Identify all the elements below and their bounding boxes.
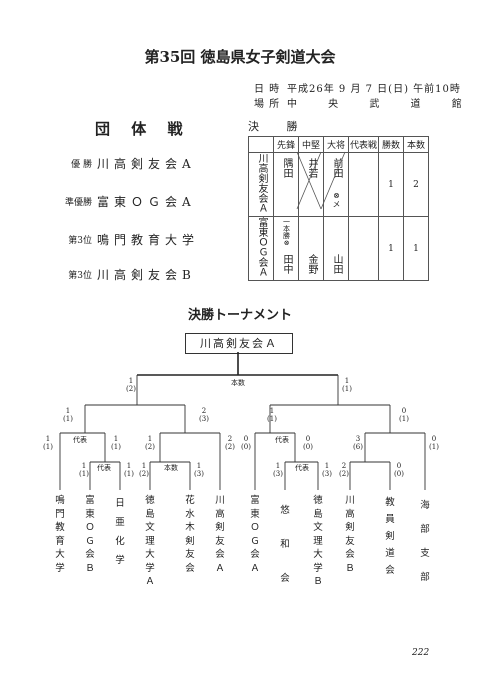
bracket-line [89,462,391,490]
score-label: 1 (1) [111,435,121,451]
final-heading: 決 勝 [248,120,310,133]
score-label: 2 (3) [199,407,209,423]
bracket-line [59,433,426,490]
score-label: 1 (3) [273,462,283,478]
team-event-heading: 団 体 戦 [95,120,191,138]
score-label: 1 (1) [63,407,73,423]
bracket-team: 富東ＯＧ会Ｂ [85,495,95,574]
page-number: 222 [412,648,430,658]
result-team: 富東ＯＧ会A [97,195,196,209]
daihyo-cell [348,216,379,281]
document-title: 第35回 徳島県女子剣道大会 [144,48,336,66]
result-rank: 第3位 [68,271,92,281]
score-label: 2 (2) [339,462,349,478]
tournament-heading: 決勝トーナメント [187,308,292,323]
score-label: 0 (0) [303,435,313,451]
result-team: 鳴門教育大学 [97,233,200,247]
final-team-name: 川高剣友会Ａ [256,153,267,213]
score-label: 0 (1) [429,435,439,451]
final-center-label: 本数 [231,379,245,387]
result-team: 川高剣友会A [97,157,196,171]
mark-cell [323,215,349,252]
daihyo-label: 代表 [97,464,111,472]
bracket-line [84,405,391,433]
daihyo-label: 代表 [275,436,289,444]
score-label: 1 (1) [267,407,277,423]
result-rank: 準優勝 [64,198,92,208]
bracket-team: 花水木剣友会 [185,495,195,574]
place-label: 場 所 [254,99,281,110]
player-name: 金野 [306,254,317,275]
date-label: 日 時 [254,84,281,95]
score-label: 3 (6) [353,435,363,451]
score-label: 1 (1) [124,462,134,478]
daihyo-label: 代表 [295,464,309,472]
bracket-team: 日亜化学 [115,498,125,566]
score-label: 0 (1) [399,407,409,423]
tournament-winner: 川高剣友会Ａ [185,333,293,354]
bracket-team: 教員剣道会 [385,497,395,576]
score-label: 0 (0) [241,435,251,451]
score-label: 1 (1) [43,435,53,451]
bracket-team: 川高剣友会Ｂ [345,495,355,574]
bracket-team: 富東ＯＧ会Ａ [250,495,260,574]
bracket-team: 川高剣友会Ａ [215,495,225,574]
points-cell: 1 [403,216,429,281]
player-name: 山田 [331,254,342,275]
bracket-team: 悠和会 [280,505,290,584]
result-rank: 第3位 [68,236,92,246]
score-label: 1 (1) [79,462,89,478]
score-label: 1 (3) [194,462,204,478]
score-label: 1 (2) [126,377,136,393]
score-label: 1 (2) [139,462,149,478]
bracket-team: 徳島文理大学Ａ [145,495,155,587]
date-value: 平成26年 9 月 7 日(日) 午前10時 [287,84,461,95]
place-value: 中 央 武 道 館 [287,99,476,110]
daihyo-cell [348,152,379,217]
player-name: 隅田 [281,157,292,178]
result-rank: 優 勝 [71,160,92,170]
final-center-label: 本数 [164,464,178,472]
bracket-team: 鳴門教育大学 [55,495,65,574]
score-label: 1 (2) [145,435,155,451]
score-label: 1 (1) [342,377,352,393]
bracket-line [136,375,339,405]
score-label: 0 (0) [394,462,404,478]
bracket-team: 海部支部 [420,500,430,583]
daihyo-label: 代表 [73,436,87,444]
bracket-team: 徳島文理大学Ｂ [313,495,323,587]
player-name: 田中 [281,254,292,275]
score-label: 2 (2) [225,435,235,451]
waza-mark: 一本勝⊗ [282,218,291,248]
result-team: 川高剣友会B [97,268,196,282]
bracket-line [104,433,366,462]
score-label: 1 (3) [322,462,332,478]
final-team-name: 富東ＯＧ会Ａ [256,217,267,277]
